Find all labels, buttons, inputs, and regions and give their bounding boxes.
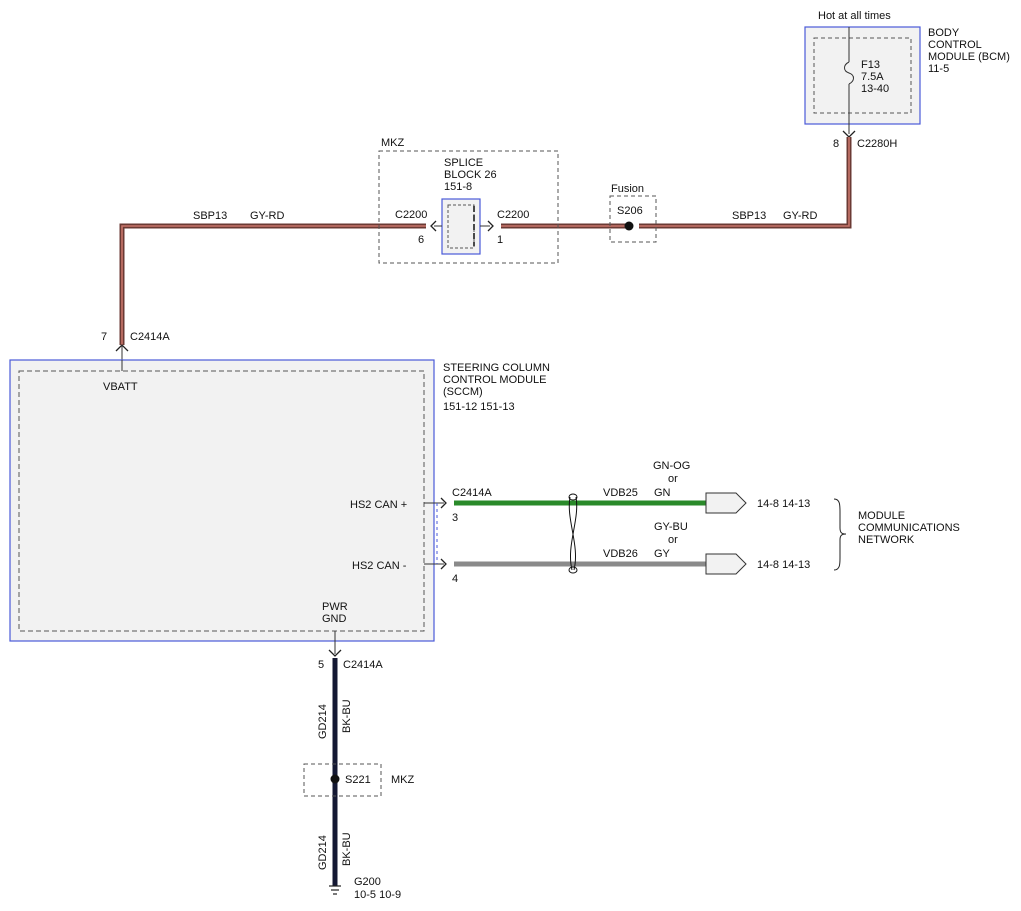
wire-right-color: GY-RD <box>783 210 817 222</box>
can-plus-circuit: VDB25 <box>603 487 638 499</box>
splice-block-title-2: BLOCK 26 <box>444 169 497 181</box>
c2200-right-pin: 1 <box>497 234 503 246</box>
sccm-bottom-connector: C2414A <box>343 659 383 671</box>
bcm-fuse-box-dashed <box>813 37 912 114</box>
bcm-title-line-1: BODY <box>928 27 960 39</box>
c2200-right-label: C2200 <box>497 209 529 221</box>
network-label-1: MODULE <box>858 510 905 522</box>
c2200-left-pin: 6 <box>418 234 424 246</box>
ground-id: G200 <box>354 876 381 888</box>
sccm-title-3: (SCCM) <box>443 386 483 398</box>
sccm-title-4: 151-12 151-13 <box>443 401 515 413</box>
can-minus-color: GY <box>654 548 671 560</box>
can-plus-or: or <box>668 473 678 485</box>
twisted-pair-strand-a <box>568 496 576 571</box>
s221-variant-label: MKZ <box>391 774 415 786</box>
splice-block-title-3: 151-8 <box>444 181 472 193</box>
c2414a-pin3-connector-icon <box>440 497 447 509</box>
can-plus-color: GN <box>654 487 671 499</box>
wire-sbp13-left-inner <box>121 225 426 345</box>
twisted-pair-bottom-loop <box>568 566 578 574</box>
can-minus-offpage-arrow <box>705 553 747 575</box>
can-minus-color-alt: GY-BU <box>654 521 688 533</box>
s221-splice-dot <box>330 774 340 784</box>
wire-right-circuit: SBP13 <box>732 210 766 222</box>
network-brace <box>833 498 847 571</box>
bcm-module-box <box>804 26 921 125</box>
sccm-module-box <box>9 359 435 642</box>
fusion-splice-box <box>609 195 657 243</box>
wire-sbp13-right-inner <box>639 137 850 227</box>
sccm-can-minus-label: HS2 CAN - <box>352 560 407 572</box>
can-minus-circuit: VDB26 <box>603 548 638 560</box>
fuse-ref: 13-40 <box>861 83 889 95</box>
can-minus-page-ref: 14-8 14-13 <box>757 559 810 571</box>
sccm-bottom-pin: 5 <box>318 659 324 671</box>
bcm-title-line-3: MODULE (BCM) <box>928 51 1010 63</box>
c2200-right-connector-icon <box>487 220 494 232</box>
can-minus-pin: 4 <box>452 573 458 585</box>
c2280h-pin: 8 <box>833 138 839 150</box>
s221-label: S221 <box>345 774 371 786</box>
fuse-rating: 7.5A <box>861 71 884 83</box>
can-minus-or: or <box>668 534 678 546</box>
s206-splice-dot <box>624 221 634 231</box>
twisted-pair-strand-b <box>570 496 578 571</box>
hot-at-all-times-label: Hot at all times <box>818 10 891 22</box>
gd214-upper-circuit: GD214 <box>317 704 329 739</box>
mkz-splice-variant-label: MKZ <box>381 137 405 149</box>
wire-sbp13-left-outer <box>119 223 426 345</box>
c2200-left-label: C2200 <box>395 209 427 221</box>
sccm-title-1: STEERING COLUMN <box>443 362 550 374</box>
sccm-inner-dashed <box>18 370 425 632</box>
fuse-id: F13 <box>861 59 880 71</box>
wire-left-color: GY-RD <box>250 210 284 222</box>
bcm-title-line-2: CONTROL <box>928 39 982 51</box>
bcm-title-line-4: 11-5 <box>928 63 949 75</box>
gd214-upper-color: BK-BU <box>341 699 353 733</box>
can-connector-label: C2414A <box>452 487 492 499</box>
can-plus-pin: 3 <box>452 512 458 524</box>
c2414a-pin4-connector-icon <box>440 558 447 570</box>
splice-block-title-1: SPLICE <box>444 157 483 169</box>
fusion-label: Fusion <box>611 183 644 195</box>
sccm-title-2: CONTROL MODULE <box>443 374 547 386</box>
sccm-pwr-label: PWR <box>322 601 348 613</box>
sccm-top-connector: C2414A <box>130 331 170 343</box>
can-plus-color-alt: GN-OG <box>653 460 690 472</box>
network-label-3: NETWORK <box>858 534 915 546</box>
sccm-top-pin: 7 <box>101 331 107 343</box>
c2200-left-connector-icon <box>430 220 437 232</box>
wire-left-circuit: SBP13 <box>193 210 227 222</box>
ground-refs: 10-5 10-9 <box>354 889 401 901</box>
can-plus-page-ref: 14-8 14-13 <box>757 498 810 510</box>
network-label-2: COMMUNICATIONS <box>858 522 960 534</box>
c2414a-bottom-connector-icon <box>328 649 342 657</box>
can-plus-offpage-arrow <box>705 492 747 514</box>
gd214-lower-color: BK-BU <box>341 832 353 866</box>
sccm-gnd-label: GND <box>322 613 347 625</box>
s206-label: S206 <box>617 205 643 217</box>
mkz-s221-splice-box <box>303 763 382 797</box>
fuse-f13-icon <box>844 61 854 85</box>
sccm-vbatt-label: VBATT <box>103 381 138 393</box>
sccm-can-plus-label: HS2 CAN + <box>350 499 407 511</box>
gd214-lower-circuit: GD214 <box>317 835 329 870</box>
c2280h-label: C2280H <box>857 138 897 150</box>
mkz-splice-block-region <box>378 150 559 264</box>
twisted-pair-top-loop <box>568 493 578 501</box>
